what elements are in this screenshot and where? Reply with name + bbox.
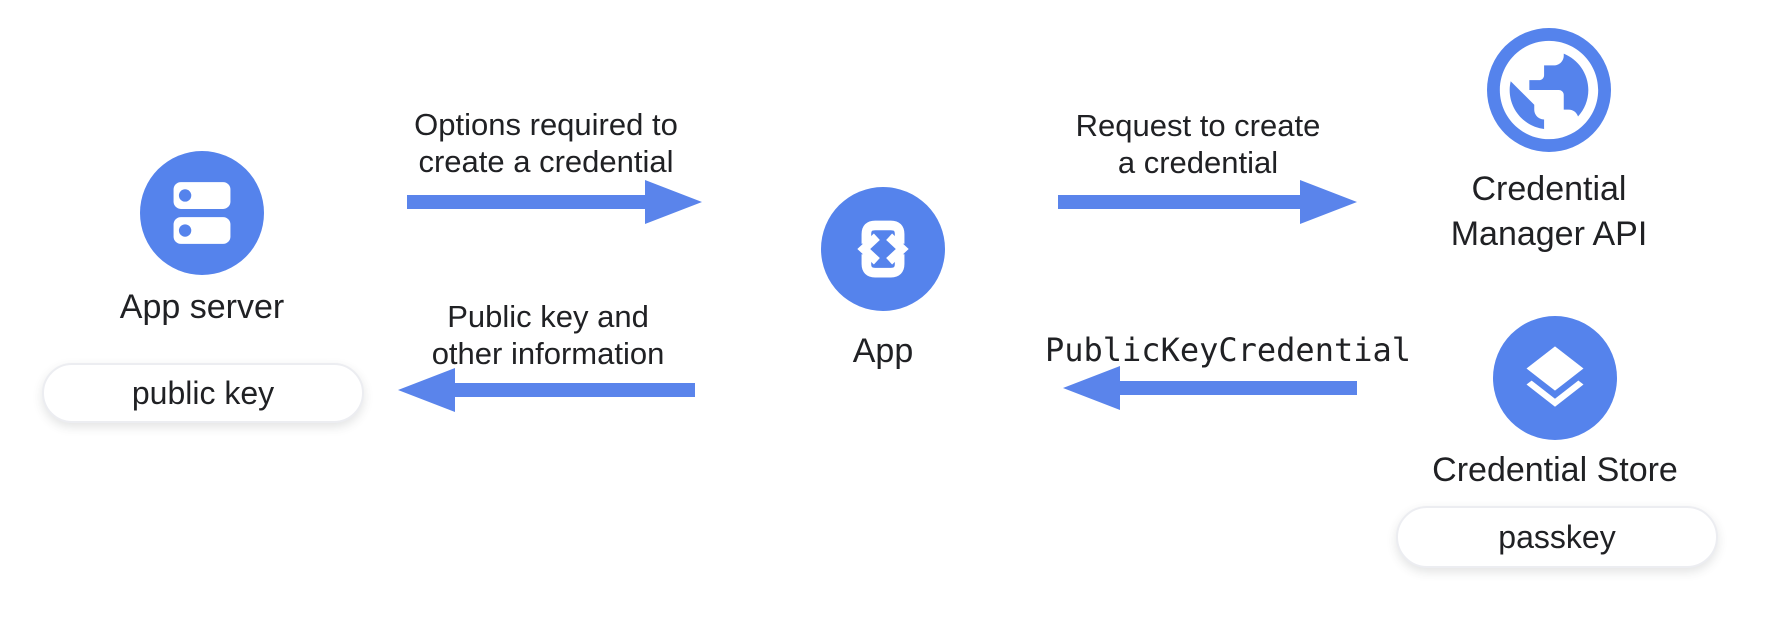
arrow-request-right (1058, 180, 1357, 224)
arrow-public-key-info-left (398, 368, 695, 412)
arrow-request-label: Request to create a credential (1028, 107, 1368, 181)
arrow-options-label-line2: create a credential (418, 144, 674, 179)
arrow-request-label-line1: Request to create (1075, 108, 1321, 143)
credential-store-node (1493, 316, 1617, 440)
arrow-options-right (407, 180, 702, 224)
server-icon (173, 182, 231, 244)
credential-manager-label-line1: Credential (1471, 170, 1627, 208)
app-label: App (852, 332, 914, 370)
credential-manager-node (1487, 28, 1611, 152)
app-node (821, 187, 945, 311)
passkey-badge: passkey (1396, 506, 1718, 568)
arrow-publickeycredential-label: PublicKeyCredential (1044, 331, 1412, 369)
arrow-options-label-line1: Options required to (414, 107, 678, 142)
arrow-options-label: Options required to create a credential (376, 106, 716, 180)
arrow-public-key-info-label-line1: Public key and (447, 299, 649, 334)
credential-store-label: Credential Store (1432, 451, 1678, 489)
credential-manager-label-line2: Manager API (1450, 215, 1648, 253)
arrow-request-label-line2: a credential (1117, 145, 1279, 180)
arrow-publickeycredential-left (1063, 366, 1357, 410)
layers-icon (1526, 346, 1584, 407)
credential-manager-label: Credential Manager API (1389, 167, 1709, 257)
app-server-label: App server (119, 288, 285, 326)
arrow-public-key-info-label: Public key and other information (378, 298, 718, 372)
globe-icon (1499, 40, 1599, 140)
public-key-badge: public key (42, 363, 364, 423)
arrow-public-key-info-label-line2: other information (431, 336, 665, 371)
phone-code-icon (857, 220, 909, 278)
app-server-node (140, 151, 264, 275)
